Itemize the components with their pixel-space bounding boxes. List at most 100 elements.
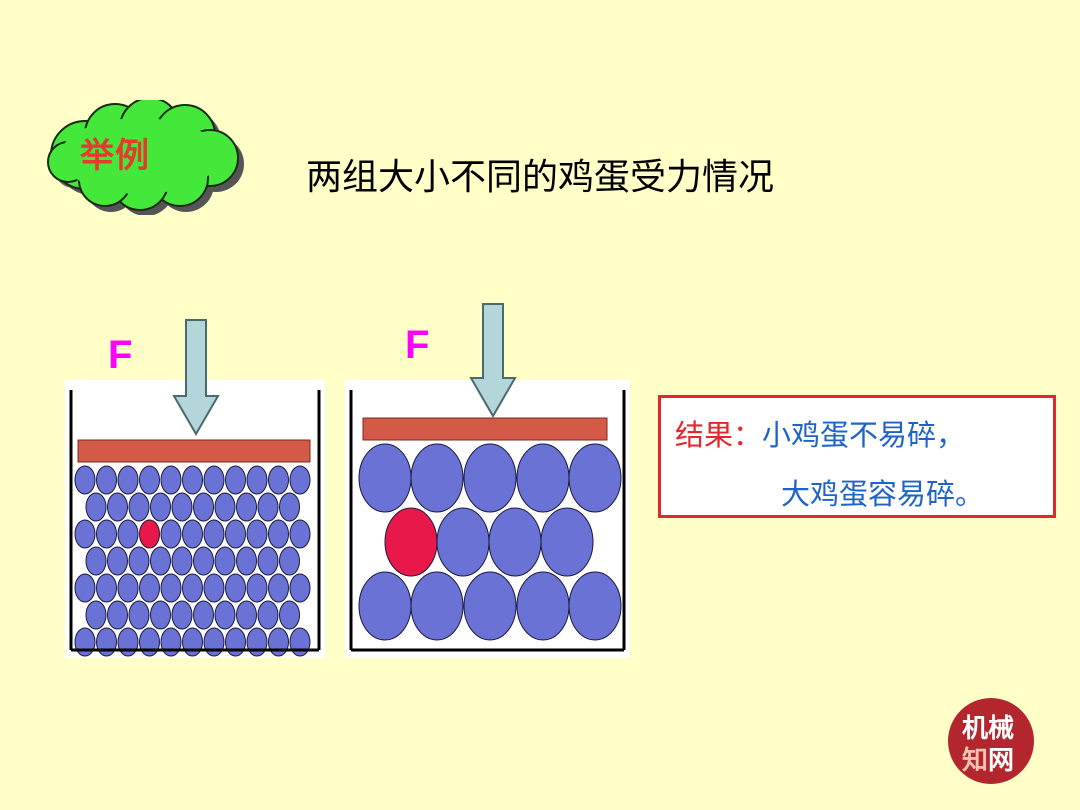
small-egg: [74, 627, 96, 657]
small-egg: [182, 573, 203, 603]
small-egg: [85, 546, 107, 576]
small-egg: [74, 573, 96, 603]
cloud-badge: [47, 100, 244, 215]
small-egg: [225, 519, 246, 549]
small-egg: [96, 465, 117, 495]
result-box: 结果：小鸡蛋不易碎， 大鸡蛋容易碎。: [658, 395, 1056, 518]
small-egg: [139, 627, 160, 657]
small-egg: [214, 600, 236, 630]
small-egg: [96, 519, 117, 549]
large-egg: [410, 443, 464, 513]
small-egg: [182, 519, 203, 549]
small-egg: [150, 492, 171, 522]
small-egg: [236, 600, 257, 630]
result-text-large: 大鸡蛋容易碎。: [781, 477, 985, 511]
small-egg: [268, 573, 289, 603]
small-egg: [117, 627, 139, 657]
small-egg: [257, 546, 279, 576]
large-egg: [358, 571, 412, 641]
small-egg: [160, 573, 182, 603]
large-egg: [358, 443, 412, 513]
small-egg: [268, 627, 289, 657]
small-egg: [160, 519, 182, 549]
pressure-plate: [77, 439, 311, 463]
large-egg-container: [345, 380, 630, 658]
small-egg: [193, 600, 214, 630]
large-egg: [436, 507, 490, 577]
small-egg: [117, 465, 139, 495]
small-egg: [203, 573, 225, 603]
small-egg: [171, 546, 193, 576]
result-line-1: 结果：小鸡蛋不易碎，: [675, 412, 965, 454]
force-arrow-large: [469, 303, 517, 418]
broken-egg-small: [139, 519, 160, 549]
small-egg: [171, 600, 193, 630]
badge-label: 举例: [80, 136, 150, 176]
page-title: 两组大小不同的鸡蛋受力情况: [306, 157, 775, 198]
large-egg: [463, 443, 517, 513]
small-egg: [182, 627, 203, 657]
small-egg: [107, 546, 128, 576]
small-egg: [257, 600, 279, 630]
small-egg: [214, 546, 236, 576]
small-egg: [246, 573, 268, 603]
small-egg: [279, 546, 300, 576]
small-egg: [268, 519, 289, 549]
watermark-logo: 机械 知网: [948, 698, 1034, 784]
small-egg: [107, 600, 128, 630]
large-egg: [516, 571, 570, 641]
small-egg: [279, 600, 300, 630]
result-label: 结果：: [675, 418, 763, 452]
small-egg: [74, 465, 96, 495]
force-label-large: F: [405, 323, 430, 367]
large-egg: [568, 571, 622, 641]
small-egg: [246, 465, 268, 495]
large-egg: [540, 507, 594, 577]
small-egg: [193, 492, 214, 522]
pressure-plate: [362, 417, 608, 441]
small-egg: [279, 492, 300, 522]
large-egg: [568, 443, 622, 513]
small-egg: [128, 492, 150, 522]
small-egg: [96, 627, 117, 657]
small-egg: [150, 546, 171, 576]
small-egg: [246, 627, 268, 657]
small-egg: [289, 519, 311, 549]
small-egg: [203, 519, 225, 549]
large-egg: [463, 571, 517, 641]
small-egg: [171, 492, 193, 522]
small-egg: [128, 546, 150, 576]
large-egg: [410, 571, 464, 641]
small-egg: [96, 573, 117, 603]
broken-egg-large: [384, 507, 438, 577]
large-egg: [516, 443, 570, 513]
small-egg: [150, 600, 171, 630]
small-egg: [193, 546, 214, 576]
small-egg: [214, 492, 236, 522]
small-egg: [160, 627, 182, 657]
small-egg: [268, 465, 289, 495]
result-text-small: 小鸡蛋不易碎，: [762, 418, 966, 452]
small-egg: [107, 492, 128, 522]
small-egg: [139, 465, 160, 495]
small-egg: [74, 519, 96, 549]
small-egg: [128, 600, 150, 630]
small-egg: [225, 573, 246, 603]
small-egg: [289, 465, 311, 495]
small-egg: [182, 465, 203, 495]
small-egg: [236, 492, 257, 522]
small-egg: [246, 519, 268, 549]
small-egg: [289, 627, 311, 657]
small-egg: [289, 573, 311, 603]
small-egg: [85, 492, 107, 522]
small-egg: [139, 573, 160, 603]
small-egg: [160, 465, 182, 495]
small-egg: [225, 465, 246, 495]
small-egg: [203, 465, 225, 495]
large-egg: [488, 507, 542, 577]
small-egg: [85, 600, 107, 630]
large-eggs-group: [358, 443, 622, 641]
small-eggs-group: [74, 465, 311, 657]
force-arrow-small: [172, 319, 220, 436]
small-egg: [236, 546, 257, 576]
